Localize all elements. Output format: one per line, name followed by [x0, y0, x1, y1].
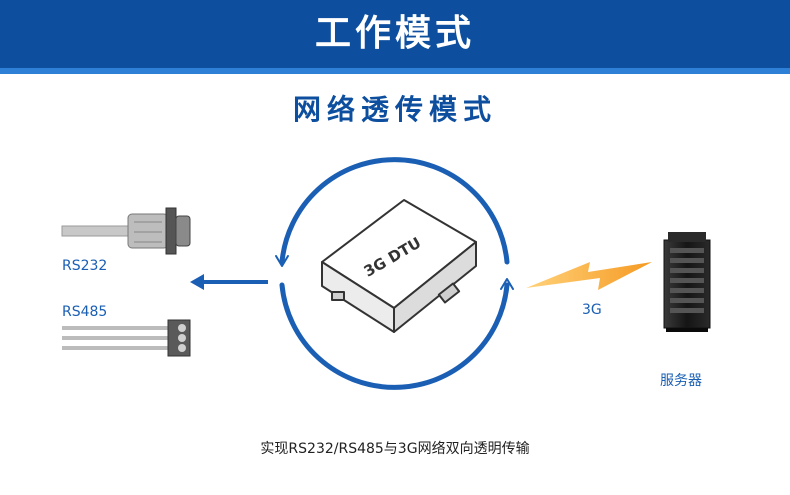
cycle-arrows: [279, 157, 510, 390]
cycle-arc-bottom: [279, 282, 510, 390]
3g-label: 3G: [582, 302, 602, 318]
3g-lightning-icon: [526, 262, 652, 290]
cycle-arc-top: [279, 157, 510, 265]
rs232-label: RS232: [62, 258, 108, 274]
arrow-head-left: [275, 255, 289, 267]
page-title: 工作模式: [314, 13, 475, 54]
arrow-heads: [275, 255, 514, 290]
dtu-device-icon: [321, 199, 477, 333]
rs232-connector-icon: [61, 207, 191, 255]
mode-title: 网络透传模式: [292, 93, 497, 126]
arrow-head-right: [500, 278, 514, 290]
rs485-label: RS485: [62, 304, 108, 320]
header-banner: [0, 0, 790, 68]
server-rack-icon: [663, 232, 711, 332]
caption: 实现RS232/RS485与3G网络双向透明传输: [260, 441, 530, 457]
server-label: 服务器: [660, 373, 702, 389]
serial-link-arrow: [190, 274, 268, 290]
header-stripe: [0, 68, 790, 74]
rs485-terminal-icon: [62, 319, 191, 357]
